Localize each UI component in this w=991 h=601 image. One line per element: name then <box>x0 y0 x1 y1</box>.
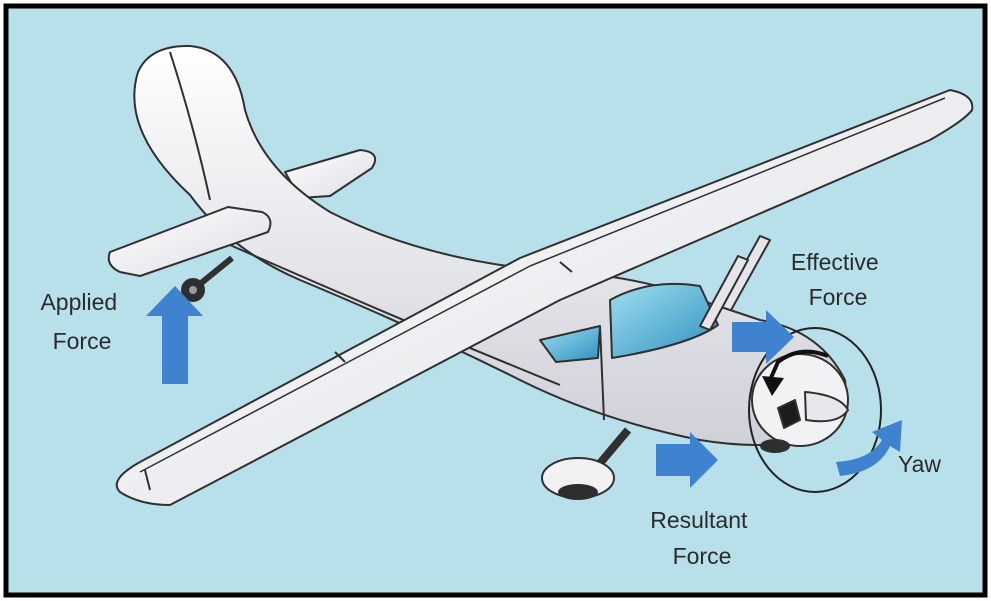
wing-leading-line <box>139 97 946 473</box>
spinner <box>804 391 849 423</box>
resultant-force-arrow <box>656 432 718 488</box>
effective-force-arrow <box>732 310 794 364</box>
nose-wheel <box>760 439 790 453</box>
applied-force-arrow <box>146 286 203 384</box>
yaw-label: Yaw <box>898 451 941 477</box>
airplane-illustration <box>107 44 974 506</box>
main-wing <box>115 89 974 506</box>
propeller-disc <box>748 327 882 493</box>
wing-strut-lower <box>699 255 749 331</box>
wing-tip-line <box>144 469 151 491</box>
applied-force-label: Applied Force <box>40 289 123 354</box>
tail-fin-line <box>169 51 211 201</box>
air-intake <box>777 399 801 429</box>
side-window <box>539 325 601 363</box>
wing-panel-line-2 <box>559 261 573 273</box>
fuselage-lower-line <box>229 244 561 386</box>
yaw-arrow <box>836 420 902 476</box>
tail-wheel-strut <box>198 255 234 287</box>
windshield <box>609 282 719 359</box>
effective-force-label: Effective Force <box>791 249 885 310</box>
door-line <box>599 325 605 421</box>
resultant-force-label: Resultant Force <box>650 507 754 569</box>
stabilizer-left <box>107 206 272 277</box>
wing-panel-line-1 <box>334 351 346 363</box>
propeller-rotation-arrow <box>768 349 829 381</box>
stabilizer-right <box>284 149 376 199</box>
